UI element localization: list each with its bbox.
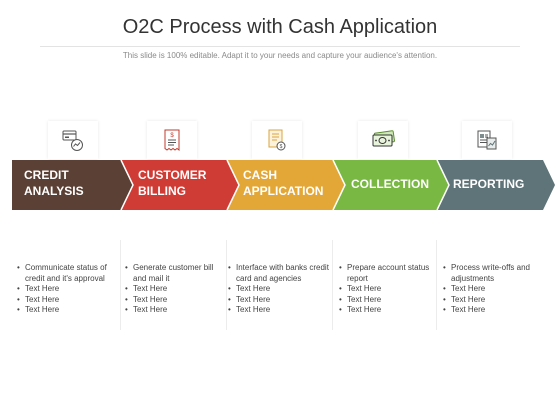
list-item: Prepare account status report [339, 263, 437, 284]
svg-text:$: $ [280, 144, 283, 150]
step-label-collection: COLLECTION [351, 177, 429, 191]
slide-subtitle: This slide is 100% editable. Adapt it to… [122, 51, 438, 60]
list-item: Text Here [125, 305, 227, 316]
list-item: Text Here [443, 295, 551, 306]
step-label-cash-application: CASH APPLICATION [243, 168, 324, 198]
list-item: Text Here [125, 295, 227, 306]
invoice-bill-icon: $ [164, 129, 180, 151]
step-arrow-credit-analysis [12, 160, 133, 210]
list-item: Process write-offs and adjustments [443, 263, 551, 284]
report-document-icon [477, 130, 497, 150]
step-label-credit-analysis: CREDIT ANALYSIS [24, 168, 84, 198]
icon-box-customer-billing: $ [147, 121, 197, 159]
separator [332, 159, 346, 211]
list-item: Interface with banks credit card and age… [228, 263, 340, 284]
list-item: Text Here [443, 305, 551, 316]
step-arrow-reporting [437, 160, 555, 210]
list-item: Text Here [228, 305, 340, 316]
icon-box-reporting [462, 121, 512, 159]
list-item: Text Here [125, 284, 227, 295]
list-item: Text Here [339, 295, 437, 306]
title-divider [40, 46, 520, 47]
icon-box-cash-application: $ [252, 121, 302, 159]
step-arrow-collection [333, 160, 449, 210]
list-item: Text Here [339, 305, 437, 316]
slide-title: O2C Process with Cash Application [122, 16, 438, 38]
step-arrow-cash-application [227, 160, 345, 210]
cash-bills-icon [372, 130, 395, 147]
bullet-list-credit-analysis: Communicate status of credit and it's ap… [16, 263, 123, 316]
bullet-list-collection: Prepare account status report Text Here … [338, 263, 437, 316]
list-item: Text Here [17, 305, 123, 316]
step-label-customer-billing: CUSTOMER BILLING [138, 168, 207, 198]
list-item: Text Here [17, 284, 123, 295]
icon-box-collection [358, 121, 408, 159]
list-item: Text Here [443, 284, 551, 295]
credit-card-analysis-icon [62, 130, 83, 151]
bullet-list-customer-billing: Generate customer bill and mail it Text … [124, 263, 227, 316]
step-label-reporting: REPORTING [453, 177, 525, 191]
list-item: Text Here [339, 284, 437, 295]
list-item: Text Here [228, 284, 340, 295]
bullet-list-reporting: Process write-offs and adjustments Text … [442, 263, 551, 316]
list-item: Text Here [17, 295, 123, 306]
list-item: Text Here [228, 295, 340, 306]
document-coin-icon: $ [268, 129, 286, 151]
list-item: Generate customer bill and mail it [125, 263, 227, 284]
separator [120, 159, 134, 211]
list-item: Communicate status of credit and it's ap… [17, 263, 123, 284]
step-arrow-customer-billing [121, 160, 239, 210]
separator [226, 159, 240, 211]
separator [436, 159, 450, 211]
svg-text:$: $ [170, 133, 174, 139]
bullet-list-cash-application: Interface with banks credit card and age… [227, 263, 340, 316]
icon-box-credit-analysis [48, 121, 98, 159]
